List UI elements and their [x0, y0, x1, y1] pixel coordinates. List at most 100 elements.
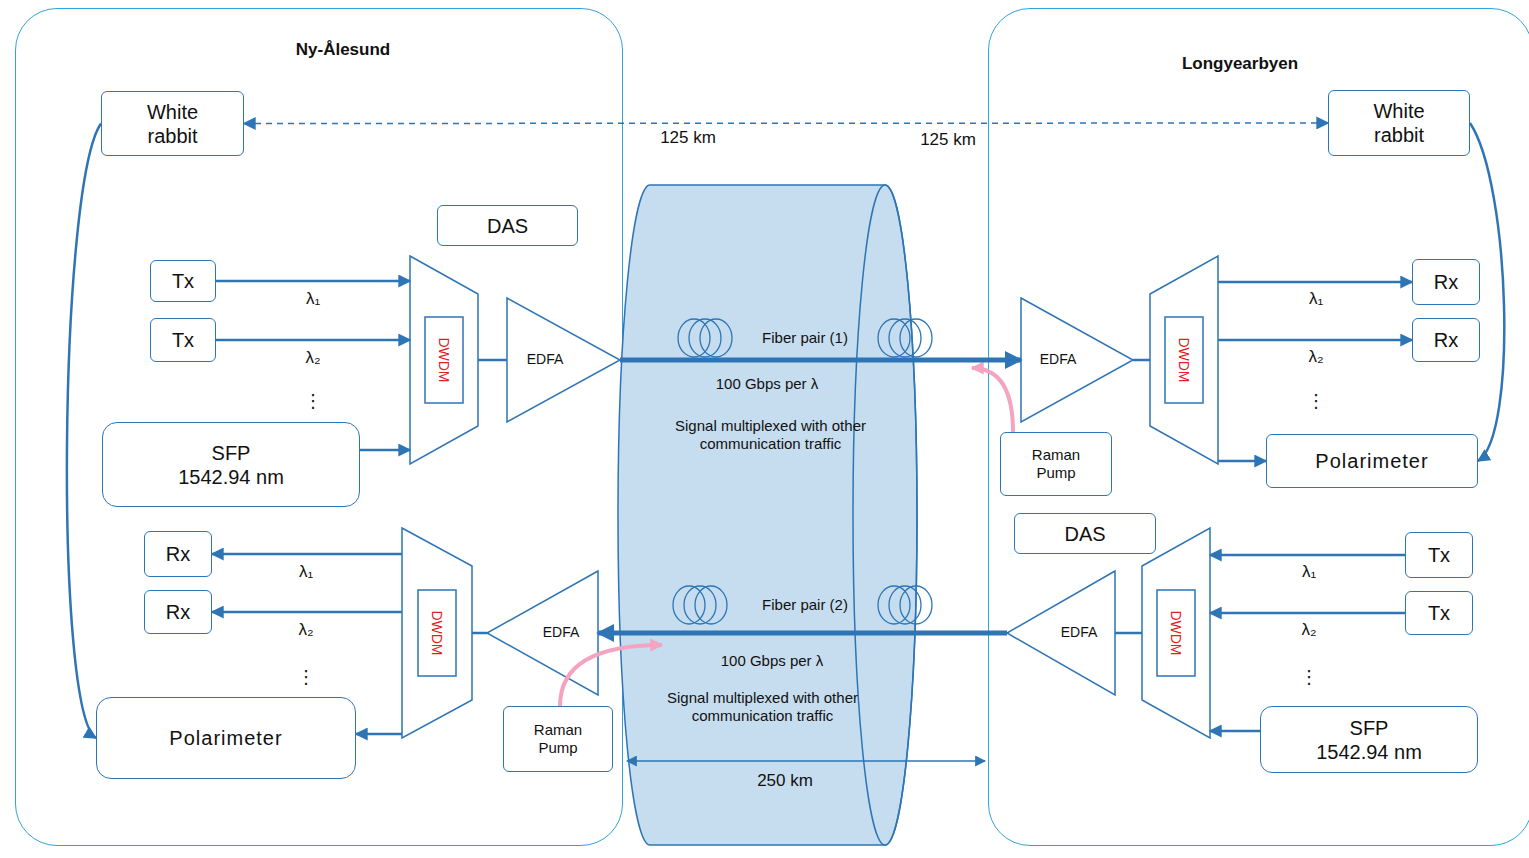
raman-pump-arrow: [972, 368, 1013, 432]
node-text: EDFA: [526, 624, 596, 641]
wavelength-label: λ₁: [293, 289, 333, 309]
node-text: EDFA: [510, 351, 580, 368]
wavelength-label: λ₂: [1289, 620, 1329, 640]
inner-box: [1157, 590, 1195, 676]
edge-label-wrap: λ₁: [1289, 562, 1329, 582]
distance-label: 125 km: [648, 128, 728, 148]
signal-line: [1218, 339, 1412, 342]
cable-body: [618, 185, 917, 845]
mux-label: DWDM: [1168, 610, 1185, 655]
fiber-cable: Fiber pair (1) 100 Gbps per λ Signal multi…: [615, 183, 920, 847]
text-wrap: SFP1542.94 nm: [1260, 706, 1478, 773]
amplifier-triangle: EDFA: [1021, 298, 1133, 422]
label-wrap: ⋮: [301, 391, 325, 413]
node-text: Polarimeter: [1315, 449, 1428, 473]
text-wrap: 100 Gbps per λ: [702, 652, 842, 670]
device-box: Rx: [1412, 259, 1480, 305]
device-box: White rabbit: [1328, 90, 1470, 156]
triangle-outline: [507, 298, 620, 422]
text-wrap: White rabbit: [101, 91, 244, 156]
text-wrap: DAS: [1014, 513, 1156, 554]
node-text: SFP: [212, 441, 251, 465]
node-text: Fiber pair (2): [740, 596, 870, 614]
node-text: 1542.94 nm: [178, 465, 284, 489]
text-wrap: EDFA: [1044, 624, 1114, 641]
signal-line: [1218, 281, 1412, 284]
mux-label: DWDM: [436, 337, 453, 382]
box-outline: [102, 422, 360, 507]
edge-label-wrap: λ₁: [293, 289, 333, 309]
trapezoid-outline: [1142, 528, 1210, 738]
text-wrap: Tx: [1405, 532, 1473, 578]
device-box: Rx: [144, 531, 212, 577]
node-text: DAS: [487, 214, 528, 238]
node-text: Raman Pump: [1020, 446, 1092, 482]
box-outline: [1328, 90, 1470, 156]
cable-end: [853, 185, 917, 845]
device-box: Tx: [1405, 591, 1473, 635]
node-text: Signal multiplexed with other communicat…: [640, 689, 885, 725]
ellipsis-mark: ⋮: [1304, 391, 1328, 413]
text-wrap: DWDM: [1165, 317, 1203, 403]
device-box: SFP1542.94 nm: [102, 422, 360, 507]
node-text: Signal multiplexed with other communicat…: [648, 417, 893, 453]
text-wrap: Rx: [144, 590, 212, 634]
ellipsis-mark: ⋮: [294, 667, 318, 689]
fiber-link: [598, 631, 1007, 636]
wavelength-label: λ₂: [1296, 347, 1336, 367]
signal-line: [478, 359, 507, 362]
tri-shape: [487, 571, 598, 695]
signal-line: [472, 632, 487, 635]
wavelength-label: λ₂: [286, 620, 326, 640]
tri-shape: [1021, 298, 1133, 422]
node-text: Polarimeter: [169, 726, 282, 750]
distance-label: 125 km: [908, 130, 988, 150]
inner-box: [418, 590, 456, 676]
wavelength-label: λ₂: [293, 348, 333, 368]
text-wrap: Rx: [1412, 259, 1480, 305]
triangle-outline: [1007, 571, 1115, 695]
signal-line: [212, 553, 402, 556]
device-box: SFP1542.94 nm: [1260, 706, 1478, 773]
node-text: 100 Gbps per λ: [697, 375, 837, 393]
tri-shape: [507, 298, 620, 422]
signal-line: [67, 124, 101, 739]
device-box: Tx: [1405, 532, 1473, 578]
signal-line: [356, 733, 402, 736]
node-text: White rabbit: [1354, 99, 1444, 147]
inner-box: [1165, 317, 1203, 403]
label-wrap: ⋮: [1304, 391, 1328, 413]
text-wrap: EDFA: [510, 351, 580, 368]
distance-arrow: [627, 760, 985, 762]
device-box: Tx: [150, 260, 216, 302]
text-wrap: Polarimeter: [96, 697, 356, 779]
inner-box: [425, 317, 463, 403]
label-wrap: ⋮: [1297, 667, 1321, 689]
node-text: 1542.94 nm: [1316, 740, 1422, 764]
text-wrap: White rabbit: [1328, 90, 1470, 156]
text-wrap: Signal multiplexed with other communicat…: [648, 417, 893, 453]
distance-label: 250 km: [745, 771, 825, 791]
node-text: 100 Gbps per λ: [702, 652, 842, 670]
trapezoid-outline: [402, 528, 472, 738]
cyl-shape: [615, 183, 920, 847]
node-text: Raman Pump: [522, 721, 594, 757]
signal-line: [1218, 460, 1266, 463]
sync-link: [244, 122, 1328, 124]
device-box: Rx: [1412, 318, 1480, 362]
text-wrap: Signal multiplexed with other communicat…: [640, 689, 885, 725]
signal-line: [1210, 730, 1260, 733]
text-wrap: DWDM: [1157, 590, 1195, 676]
mux-trapezoid: DWDM: [1150, 256, 1218, 464]
label-wrap: 125 km: [908, 130, 988, 150]
node-text: Rx: [1434, 328, 1458, 352]
mux-trapezoid: DWDM: [402, 528, 472, 738]
fiber-coil: [900, 586, 932, 624]
text-wrap: Fiber pair (1): [740, 329, 870, 347]
text-wrap: Tx: [150, 260, 216, 302]
text-wrap: 100 Gbps per λ: [697, 375, 837, 393]
node-text: Tx: [172, 328, 194, 352]
site-title: Longyearbyen: [1165, 54, 1315, 74]
site-region: Ny-ÅlesundWhite rabbitDASTxTxSFP1542.94 …: [15, 8, 623, 846]
